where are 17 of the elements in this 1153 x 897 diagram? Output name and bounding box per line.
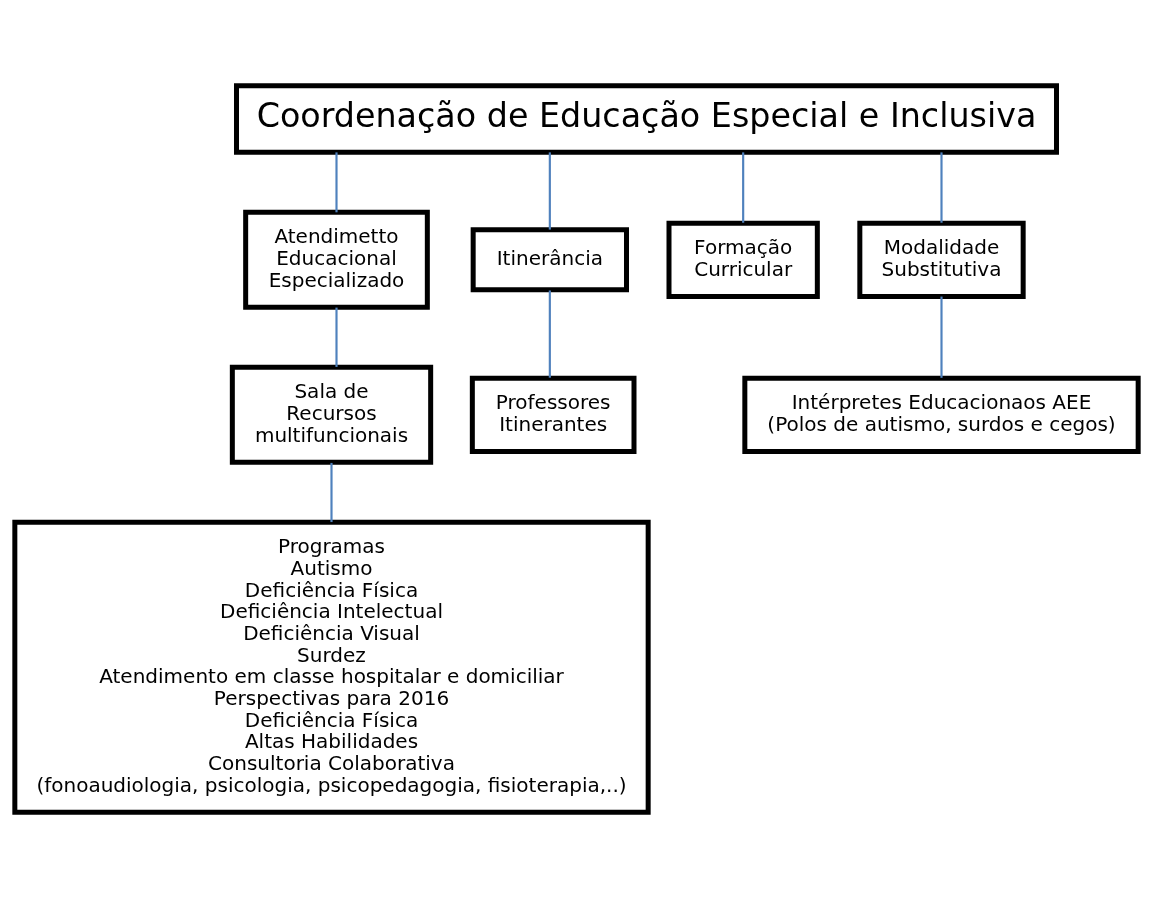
connector	[742, 151, 745, 223]
connector	[548, 151, 551, 230]
node-box: Itinerância	[470, 226, 629, 292]
node-box: Atendimetto Educacional Especializado	[243, 209, 430, 310]
node-box: Programas Autismo Deficiência Física Deficiência Intelectual Deficiência Visual Surdez Atendimento em classe hospitalar e domiciliar Perspectivas para 2016 Deficiência Física Altas Habilidades Consultoria Colaborativa (fonoaudiologia, psicologia, psicopedagogia, fisioterapia,..)	[12, 519, 651, 815]
node-box: Modalidade Substitutiva	[857, 220, 1026, 299]
node-box: Sala de Recursos multifuncionais	[229, 364, 434, 465]
connector	[548, 289, 551, 378]
connector	[940, 151, 943, 223]
connector	[940, 296, 943, 378]
node-box: Coordenação de Educação Especial e Inclusiva	[234, 82, 1059, 155]
connector	[330, 462, 333, 522]
connector	[335, 307, 338, 367]
node-box: Intérpretes Educacionaos AEE (Polos de autismo, surdos e cegos)	[742, 375, 1141, 454]
node-box: Formação Curricular	[666, 220, 820, 299]
node-box: Professores Itinerantes	[469, 375, 637, 454]
connector	[335, 151, 338, 212]
